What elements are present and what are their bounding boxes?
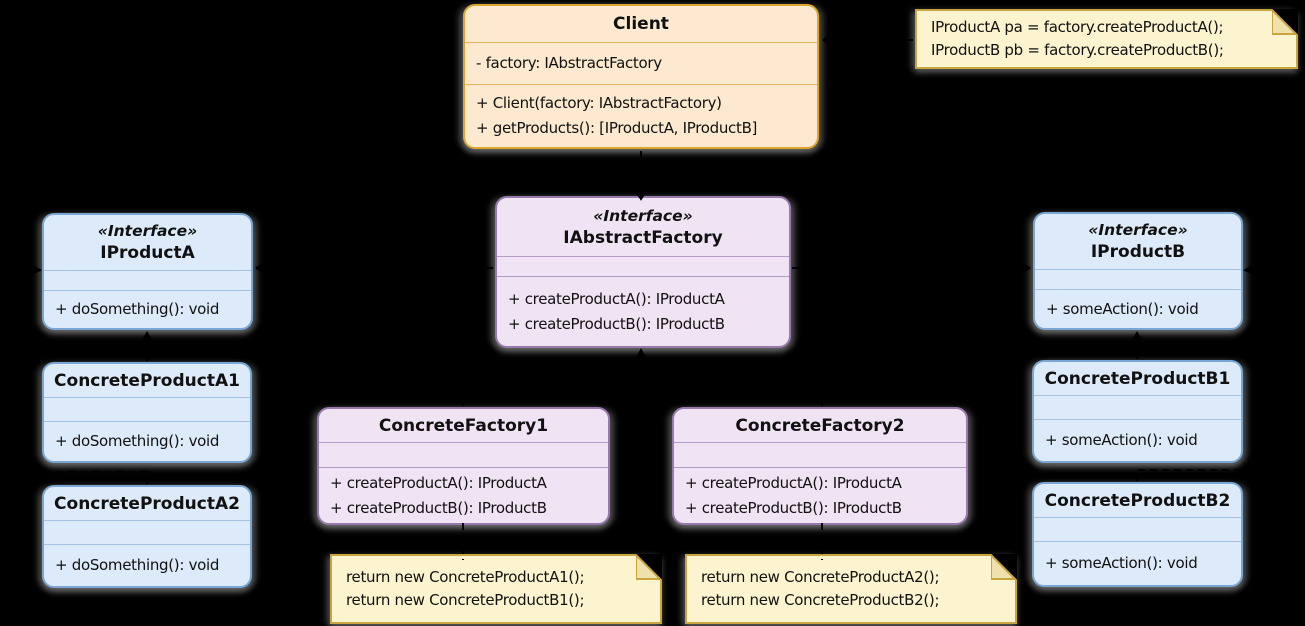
attributes-section-empty	[1034, 517, 1241, 541]
class-box-concreteproductb1: ConcreteProductB1 + someAction(): void	[1032, 360, 1243, 463]
note-line: return new ConcreteProductA2();	[701, 568, 940, 586]
class-method: + createProductB(): IProductB	[330, 498, 547, 517]
connector-concretefactory1-to-iabstractfactory	[462, 362, 636, 406]
stereotype-label: «Interface»	[97, 222, 198, 240]
methods-section: + doSomething(): void	[44, 421, 250, 461]
methods-section: + someAction(): void	[1035, 289, 1241, 328]
class-method: + createProductB(): IProductB	[685, 498, 902, 517]
methods-section: + createProductA(): IProductA + createPr…	[319, 467, 608, 523]
class-box-concreteproducta1: ConcreteProductA1 + doSomething(): void	[42, 362, 252, 463]
class-name: IProductB	[1090, 242, 1186, 262]
methods-section: + someAction(): void	[1034, 419, 1241, 461]
class-method: + createProductB(): IProductB	[508, 314, 725, 333]
attributes-section-empty	[1034, 395, 1241, 419]
class-box-concreteproductb2: ConcreteProductB2 + someAction(): void	[1032, 482, 1243, 587]
class-name: IAbstractFactory	[563, 227, 723, 248]
methods-section: + doSomething(): void	[44, 544, 250, 586]
class-method: + createProductA(): IProductA	[685, 473, 902, 492]
class-box-iabstractfactory: «Interface» IAbstractFactory + createPro…	[495, 196, 791, 348]
class-name: IProductA	[100, 243, 195, 263]
note-fold-icon	[1272, 9, 1298, 35]
connector-iabstractfactory-to-iproducta	[255, 260, 493, 276]
class-method: + createProductA(): IProductA	[330, 473, 547, 492]
note-factory1-code: return new ConcreteProductA1(); return n…	[330, 554, 662, 624]
methods-section: + Client(factory: IAbstractFactory) + ge…	[465, 84, 817, 147]
stereotype-label: «Interface»	[1088, 221, 1188, 239]
class-method: + getProducts(): [IProductA, IProductB]	[476, 119, 758, 137]
class-header: «Interface» IProductA	[44, 215, 251, 270]
attributes-section-empty	[1035, 269, 1241, 289]
note-fold-icon	[636, 554, 662, 580]
methods-section: + createProductA(): IProductA + createPr…	[674, 467, 966, 523]
note-line: return new ConcreteProductB1();	[346, 591, 585, 609]
attributes-section-empty	[44, 270, 251, 290]
note-line: return new ConcreteProductA1();	[346, 568, 585, 586]
class-method: + createProductA(): IProductA	[508, 289, 725, 308]
class-method: + someAction(): void	[1045, 431, 1198, 449]
class-box-iproductb: «Interface» IProductB + someAction(): vo…	[1033, 212, 1243, 330]
connector-concreteproducta1-to-iproducta	[139, 331, 155, 361]
class-header: «Interface» IProductB	[1035, 214, 1241, 269]
methods-section: + doSomething(): void	[44, 290, 251, 328]
class-name: ConcreteProductB1	[1044, 368, 1231, 389]
attributes-section-empty	[497, 256, 789, 276]
class-method: + Client(factory: IAbstractFactory)	[476, 94, 722, 112]
class-method: + doSomething(): void	[55, 300, 220, 318]
note-line: return new ConcreteProductB2();	[701, 591, 940, 609]
note-factory2-code: return new ConcreteProductA2(); return n…	[685, 554, 1017, 624]
class-name: ConcreteProductA2	[54, 493, 240, 514]
class-box-concretefactory2: ConcreteFactory2 + createProductA(): IPr…	[672, 407, 968, 525]
class-name: ConcreteProductA1	[54, 370, 240, 391]
class-name: Client	[613, 14, 669, 34]
class-method: + someAction(): void	[1045, 554, 1198, 572]
connector-note-to-client	[822, 32, 913, 48]
class-attribute: - factory: IAbstractFactory	[476, 54, 662, 72]
connector-concreteproductb1-to-iproductb	[1129, 331, 1145, 359]
class-name: ConcreteFactory2	[735, 415, 905, 436]
connector-iabstractfactory-to-iproductb	[792, 260, 1031, 276]
class-box-concreteproducta2: ConcreteProductA2 + doSomething(): void	[42, 485, 252, 588]
class-name: ConcreteFactory1	[378, 415, 549, 436]
stereotype-label: «Interface»	[593, 206, 693, 225]
class-header: «Interface» IAbstractFactory	[497, 198, 789, 256]
note-line: IProductA pa = factory.createProductA();	[931, 18, 1224, 36]
class-method: + doSomething(): void	[55, 432, 220, 450]
attributes-section-empty	[319, 442, 608, 467]
note-fold-icon	[991, 554, 1017, 580]
class-method: + someAction(): void	[1046, 299, 1199, 318]
attributes-section-empty	[44, 520, 250, 544]
class-method: + doSomething(): void	[55, 556, 220, 574]
methods-section: + createProductA(): IProductA + createPr…	[497, 276, 789, 346]
class-box-concretefactory1: ConcreteFactory1 + createProductA(): IPr…	[317, 407, 610, 525]
attributes-section-empty	[674, 442, 966, 467]
note-client-code: IProductA pa = factory.createProductA();…	[915, 9, 1298, 69]
connector-concretefactory2-to-iabstractfactory	[633, 347, 823, 406]
attributes-section: - factory: IAbstractFactory	[465, 42, 817, 84]
methods-section: + someAction(): void	[1034, 541, 1241, 585]
class-name: ConcreteProductB2	[1044, 490, 1231, 511]
note-line: IProductB pb = factory.createProductB();	[931, 41, 1224, 59]
class-box-iproducta: «Interface» IProductA + doSomething(): v…	[42, 213, 253, 330]
connector-client-to-iabstractfactory	[633, 151, 649, 201]
class-box-client: Client - factory: IAbstractFactory + Cli…	[463, 4, 819, 149]
attributes-section-empty	[44, 397, 250, 421]
